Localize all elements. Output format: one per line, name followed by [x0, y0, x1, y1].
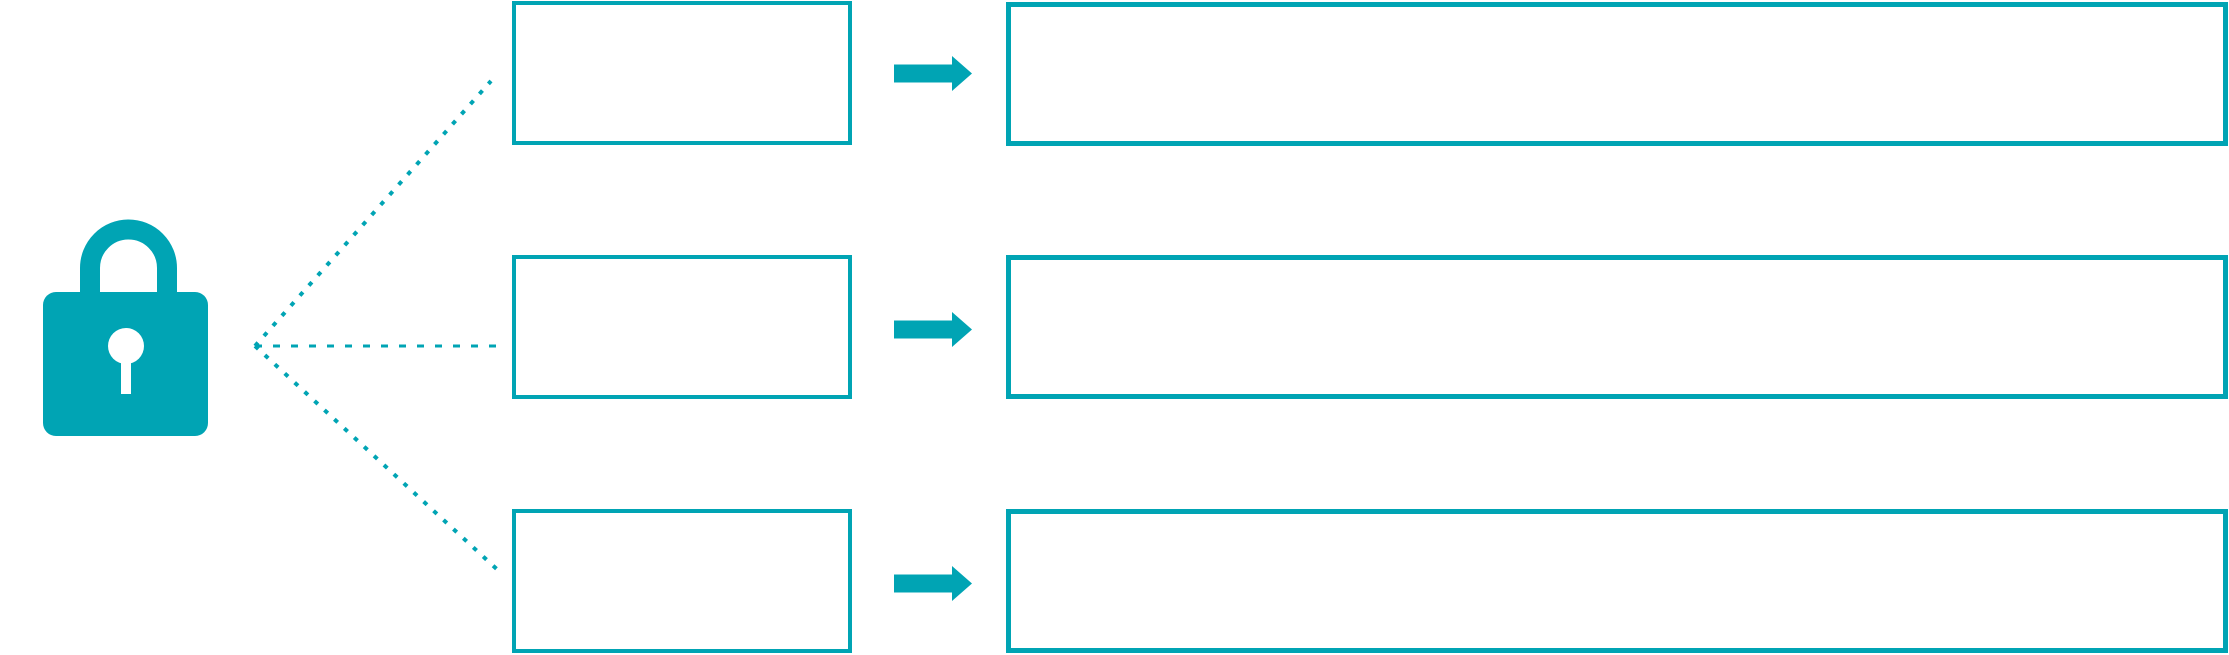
term-box-3	[512, 509, 852, 653]
term-box-1	[512, 1, 852, 145]
lock-keyhole-circle	[108, 328, 144, 364]
connector-line-bottom	[253, 344, 503, 575]
right-arrow-icon	[894, 56, 972, 91]
right-arrow-icon	[894, 312, 972, 347]
lock-keyhole-stem	[121, 357, 131, 394]
right-arrow-icon	[894, 566, 972, 601]
lock-icon	[43, 219, 208, 436]
lock-shackle	[80, 219, 177, 299]
right-arrow-shape	[894, 312, 972, 347]
definition-box-3	[1006, 509, 2228, 653]
right-arrow-shape	[894, 566, 972, 601]
right-arrow-shape	[894, 56, 972, 91]
definition-box-2	[1006, 255, 2228, 399]
definition-box-1	[1006, 2, 2228, 146]
term-box-2	[512, 255, 852, 399]
connector-line-top	[253, 79, 493, 348]
